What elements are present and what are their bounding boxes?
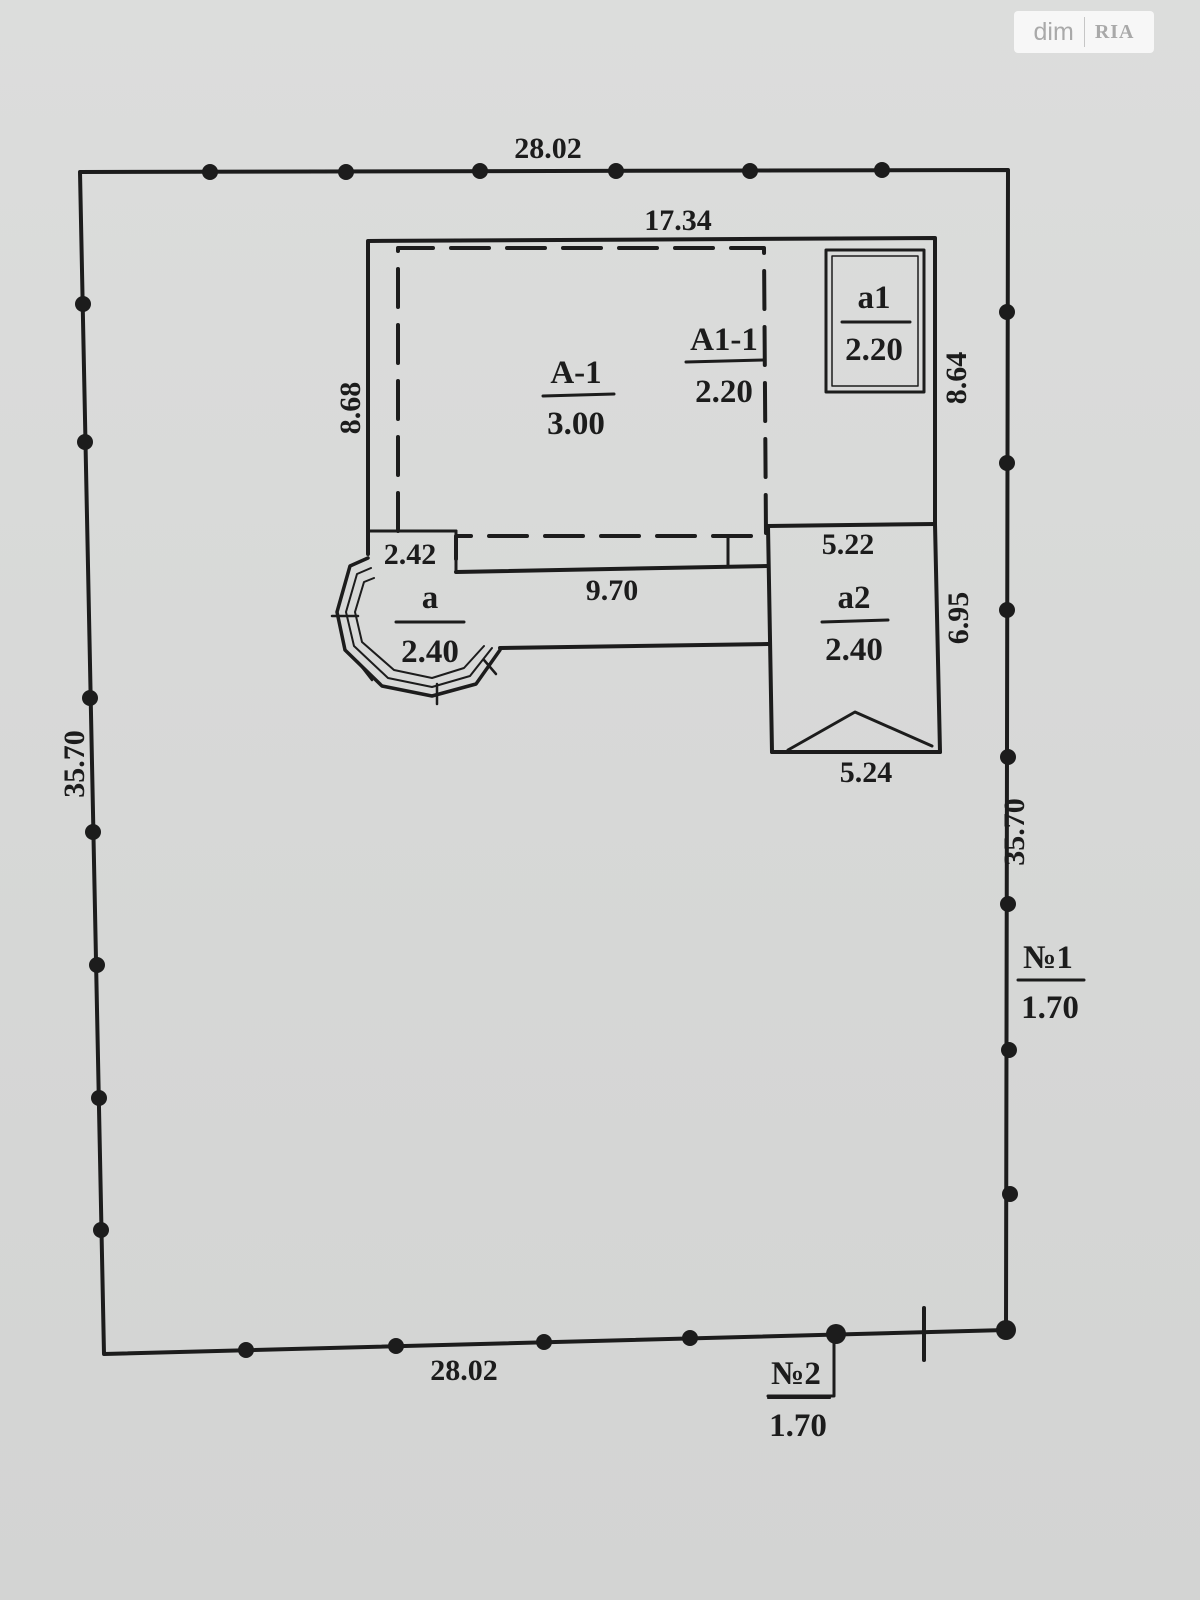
plot-right-dimension: 35.70 (998, 798, 1031, 866)
boundary-dot (536, 1334, 552, 1350)
room-a-height: 2.40 (401, 634, 459, 670)
house-right-dimension: 8.64 (940, 352, 973, 405)
a2-side-dimension: 6.95 (942, 592, 975, 645)
house-outline (366, 236, 937, 556)
boundary-dot (85, 824, 101, 840)
boundary-dot (1002, 1186, 1018, 1202)
boundary-dot (77, 434, 93, 450)
a2-top-wall (766, 522, 937, 528)
watermark-dim-text: dim (1033, 17, 1074, 46)
boundary-dot (1000, 749, 1016, 765)
house-top-dimension: 17.34 (644, 204, 712, 237)
marker-n1-number: №1 (1023, 940, 1073, 976)
boundary-dot (89, 957, 105, 973)
a2-left-wall (766, 524, 774, 754)
house-left-dimension: 8.68 (334, 382, 367, 435)
marker-n2-number: №2 (771, 1356, 821, 1392)
marker-n2-value: 1.70 (769, 1408, 827, 1444)
plot-bottom-dimension: 28.02 (430, 1354, 498, 1387)
porch-width-dimension: 2.42 (384, 538, 437, 571)
room-a1-height: 2.20 (845, 332, 903, 368)
boundary-dot (999, 455, 1015, 471)
annex-a1-room (824, 248, 926, 394)
boundary-dot (82, 690, 98, 706)
fraction-line-a1-1 (684, 358, 766, 364)
watermark-separator (1083, 17, 1085, 47)
a2-bottom-dimension: 5.24 (840, 756, 893, 789)
a2-top-dimension: 5.22 (822, 528, 875, 561)
boundary-dot (388, 1338, 404, 1354)
passage-length-dimension: 9.70 (586, 574, 639, 607)
boundary-dot (1001, 1042, 1017, 1058)
boundary-dot (91, 1090, 107, 1106)
boundary-dot (682, 1330, 698, 1346)
annex-a1-inner (831, 255, 919, 387)
passage-bottom-wall (498, 642, 770, 650)
boundary-dot (1000, 896, 1016, 912)
house-right-lower (933, 522, 942, 754)
boundary-dot (338, 164, 354, 180)
room-a-main-height: 3.00 (547, 406, 605, 442)
fraction-line-a2 (820, 618, 890, 624)
boundary-dot (472, 163, 488, 179)
boundary-dot (93, 1222, 109, 1238)
room-a1-1-name: А1-1 (690, 322, 758, 358)
marker-n2-bracket (766, 1336, 836, 1398)
watermark-ria-logo: RIA (1094, 20, 1135, 43)
plot-left-dimension: 35.70 (58, 730, 91, 798)
boundary-dot (202, 164, 218, 180)
room-a-main-name: А-1 (550, 355, 601, 391)
boundary-dot (742, 163, 758, 179)
porch-tick-2 (356, 660, 374, 682)
boundary-dot (826, 1324, 846, 1344)
room-a2-height: 2.40 (825, 632, 883, 668)
passage-top-wall (454, 564, 770, 574)
watermark: dim RIA (1014, 11, 1154, 53)
porch-bay-inner (354, 577, 485, 679)
boundary-dot (999, 304, 1015, 320)
room-a1-1-height: 2.20 (695, 374, 753, 410)
a2-entrance-chevron (786, 710, 934, 752)
room-a2-name: а2 (838, 580, 871, 616)
boundary-dot (75, 296, 91, 312)
boundary-dot (874, 162, 890, 178)
porch-tick-4 (482, 658, 498, 676)
marker-n1-value: 1.70 (1021, 990, 1079, 1026)
room-a1-name: а1 (858, 280, 891, 316)
boundary-dot (238, 1342, 254, 1358)
plot-top-dimension: 28.02 (514, 132, 582, 165)
boundary-dot (608, 163, 624, 179)
boundary-dot (996, 1320, 1016, 1340)
boundary-dot (999, 602, 1015, 618)
porch-bay-mid (345, 567, 493, 688)
room-a-name: а (422, 580, 439, 616)
fraction-line-a-main (541, 392, 616, 398)
